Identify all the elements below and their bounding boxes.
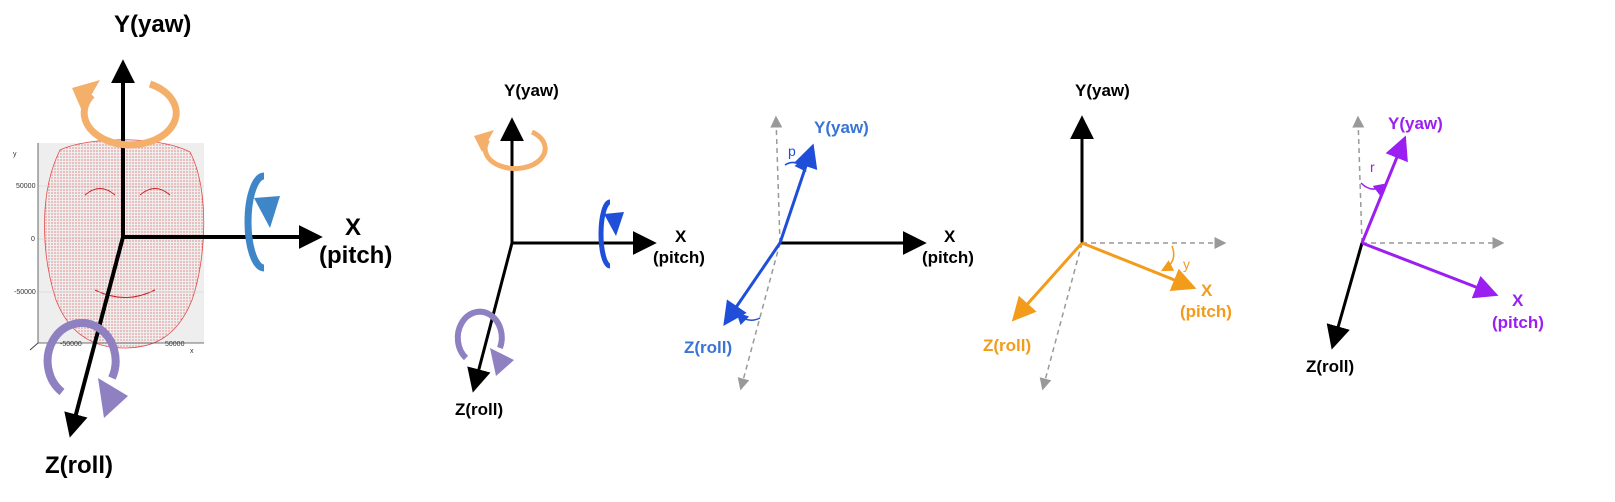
yaw-rotation-arrow bbox=[72, 80, 180, 149]
yaw-label: Y(yaw) bbox=[1075, 81, 1130, 100]
panel-face-axes: y 50000 0 -50000 -50000 50000 x Y(yaw) X bbox=[13, 11, 392, 479]
face-plot-y-tick: 0 bbox=[31, 236, 35, 243]
face-point-cloud-plot: y 50000 0 -50000 -50000 50000 x bbox=[13, 139, 205, 355]
pitch-label: (pitch) bbox=[1180, 302, 1232, 321]
panel-pitch: Y(yaw) p X (pitch) Z(roll) bbox=[684, 115, 974, 391]
yaw-label: Y(yaw) bbox=[504, 81, 559, 100]
rotated-y-axis bbox=[1360, 135, 1408, 244]
pitch-rotation-arrow bbox=[244, 172, 280, 272]
pitch-label: (pitch) bbox=[1492, 313, 1544, 332]
face-plot-x-tick: 50000 bbox=[165, 341, 185, 348]
rotated-y-axis bbox=[778, 143, 818, 244]
original-z-axis bbox=[737, 242, 781, 391]
roll-angle-arc bbox=[1360, 182, 1386, 196]
x-label: X bbox=[675, 227, 687, 246]
yaw-label: Y(yaw) bbox=[114, 11, 191, 38]
pitch-label: (pitch) bbox=[319, 242, 392, 269]
face-plot-y-tick: -50000 bbox=[14, 289, 36, 296]
pitch-label: (pitch) bbox=[653, 248, 705, 267]
roll-label: Z(roll) bbox=[455, 400, 503, 419]
roll-angle-label: r bbox=[1370, 159, 1375, 175]
pitch-rotation-arrow bbox=[598, 199, 624, 269]
roll-rotation-arrow bbox=[454, 308, 514, 376]
x-label: X bbox=[345, 214, 361, 241]
original-y-axis bbox=[770, 115, 783, 244]
pitch-angle-arc bbox=[784, 158, 807, 172]
yaw-angle-label: y bbox=[1183, 256, 1190, 272]
pitch-label: (pitch) bbox=[922, 248, 974, 267]
yaw-angle-arc bbox=[1160, 245, 1175, 272]
x-label: X bbox=[1512, 291, 1524, 310]
face-plot-x-tick: -50000 bbox=[60, 341, 82, 348]
panel-roll: Y(yaw) r X (pitch) Z(roll) bbox=[1306, 114, 1544, 376]
pitch-angle-arc bbox=[736, 312, 761, 326]
rotated-z-axis bbox=[723, 242, 782, 326]
z-axis-arrow bbox=[64, 236, 125, 438]
rotated-x-axis bbox=[1361, 241, 1499, 299]
face-plot-y-tick: 50000 bbox=[16, 183, 36, 190]
original-y-axis bbox=[1352, 115, 1365, 244]
x-label: X bbox=[1201, 281, 1213, 300]
yaw-label: Y(yaw) bbox=[814, 118, 869, 137]
roll-rotation-arrow bbox=[43, 318, 128, 418]
roll-label: Z(roll) bbox=[1306, 357, 1354, 376]
x-label: X bbox=[944, 227, 956, 246]
rotated-z-axis bbox=[1011, 242, 1084, 322]
z-axis-arrow bbox=[1326, 242, 1364, 350]
rotated-x-axis bbox=[1081, 241, 1197, 292]
roll-label: Z(roll) bbox=[45, 452, 113, 479]
face-plot-x-label: x bbox=[190, 348, 194, 355]
original-z-axis bbox=[1039, 242, 1083, 391]
roll-label: Z(roll) bbox=[684, 338, 732, 357]
face-plot-y-label: y bbox=[13, 151, 17, 158]
pitch-angle-label: p bbox=[788, 143, 796, 159]
panel-yaw: Y(yaw) y X (pitch) Z(roll) bbox=[983, 81, 1232, 391]
roll-label: Z(roll) bbox=[983, 336, 1031, 355]
panel-rotation-axes: Y(yaw) X (pitch) Z(roll) bbox=[454, 81, 705, 419]
yaw-label: Y(yaw) bbox=[1388, 114, 1443, 133]
yaw-rotation-arrow bbox=[474, 129, 548, 172]
